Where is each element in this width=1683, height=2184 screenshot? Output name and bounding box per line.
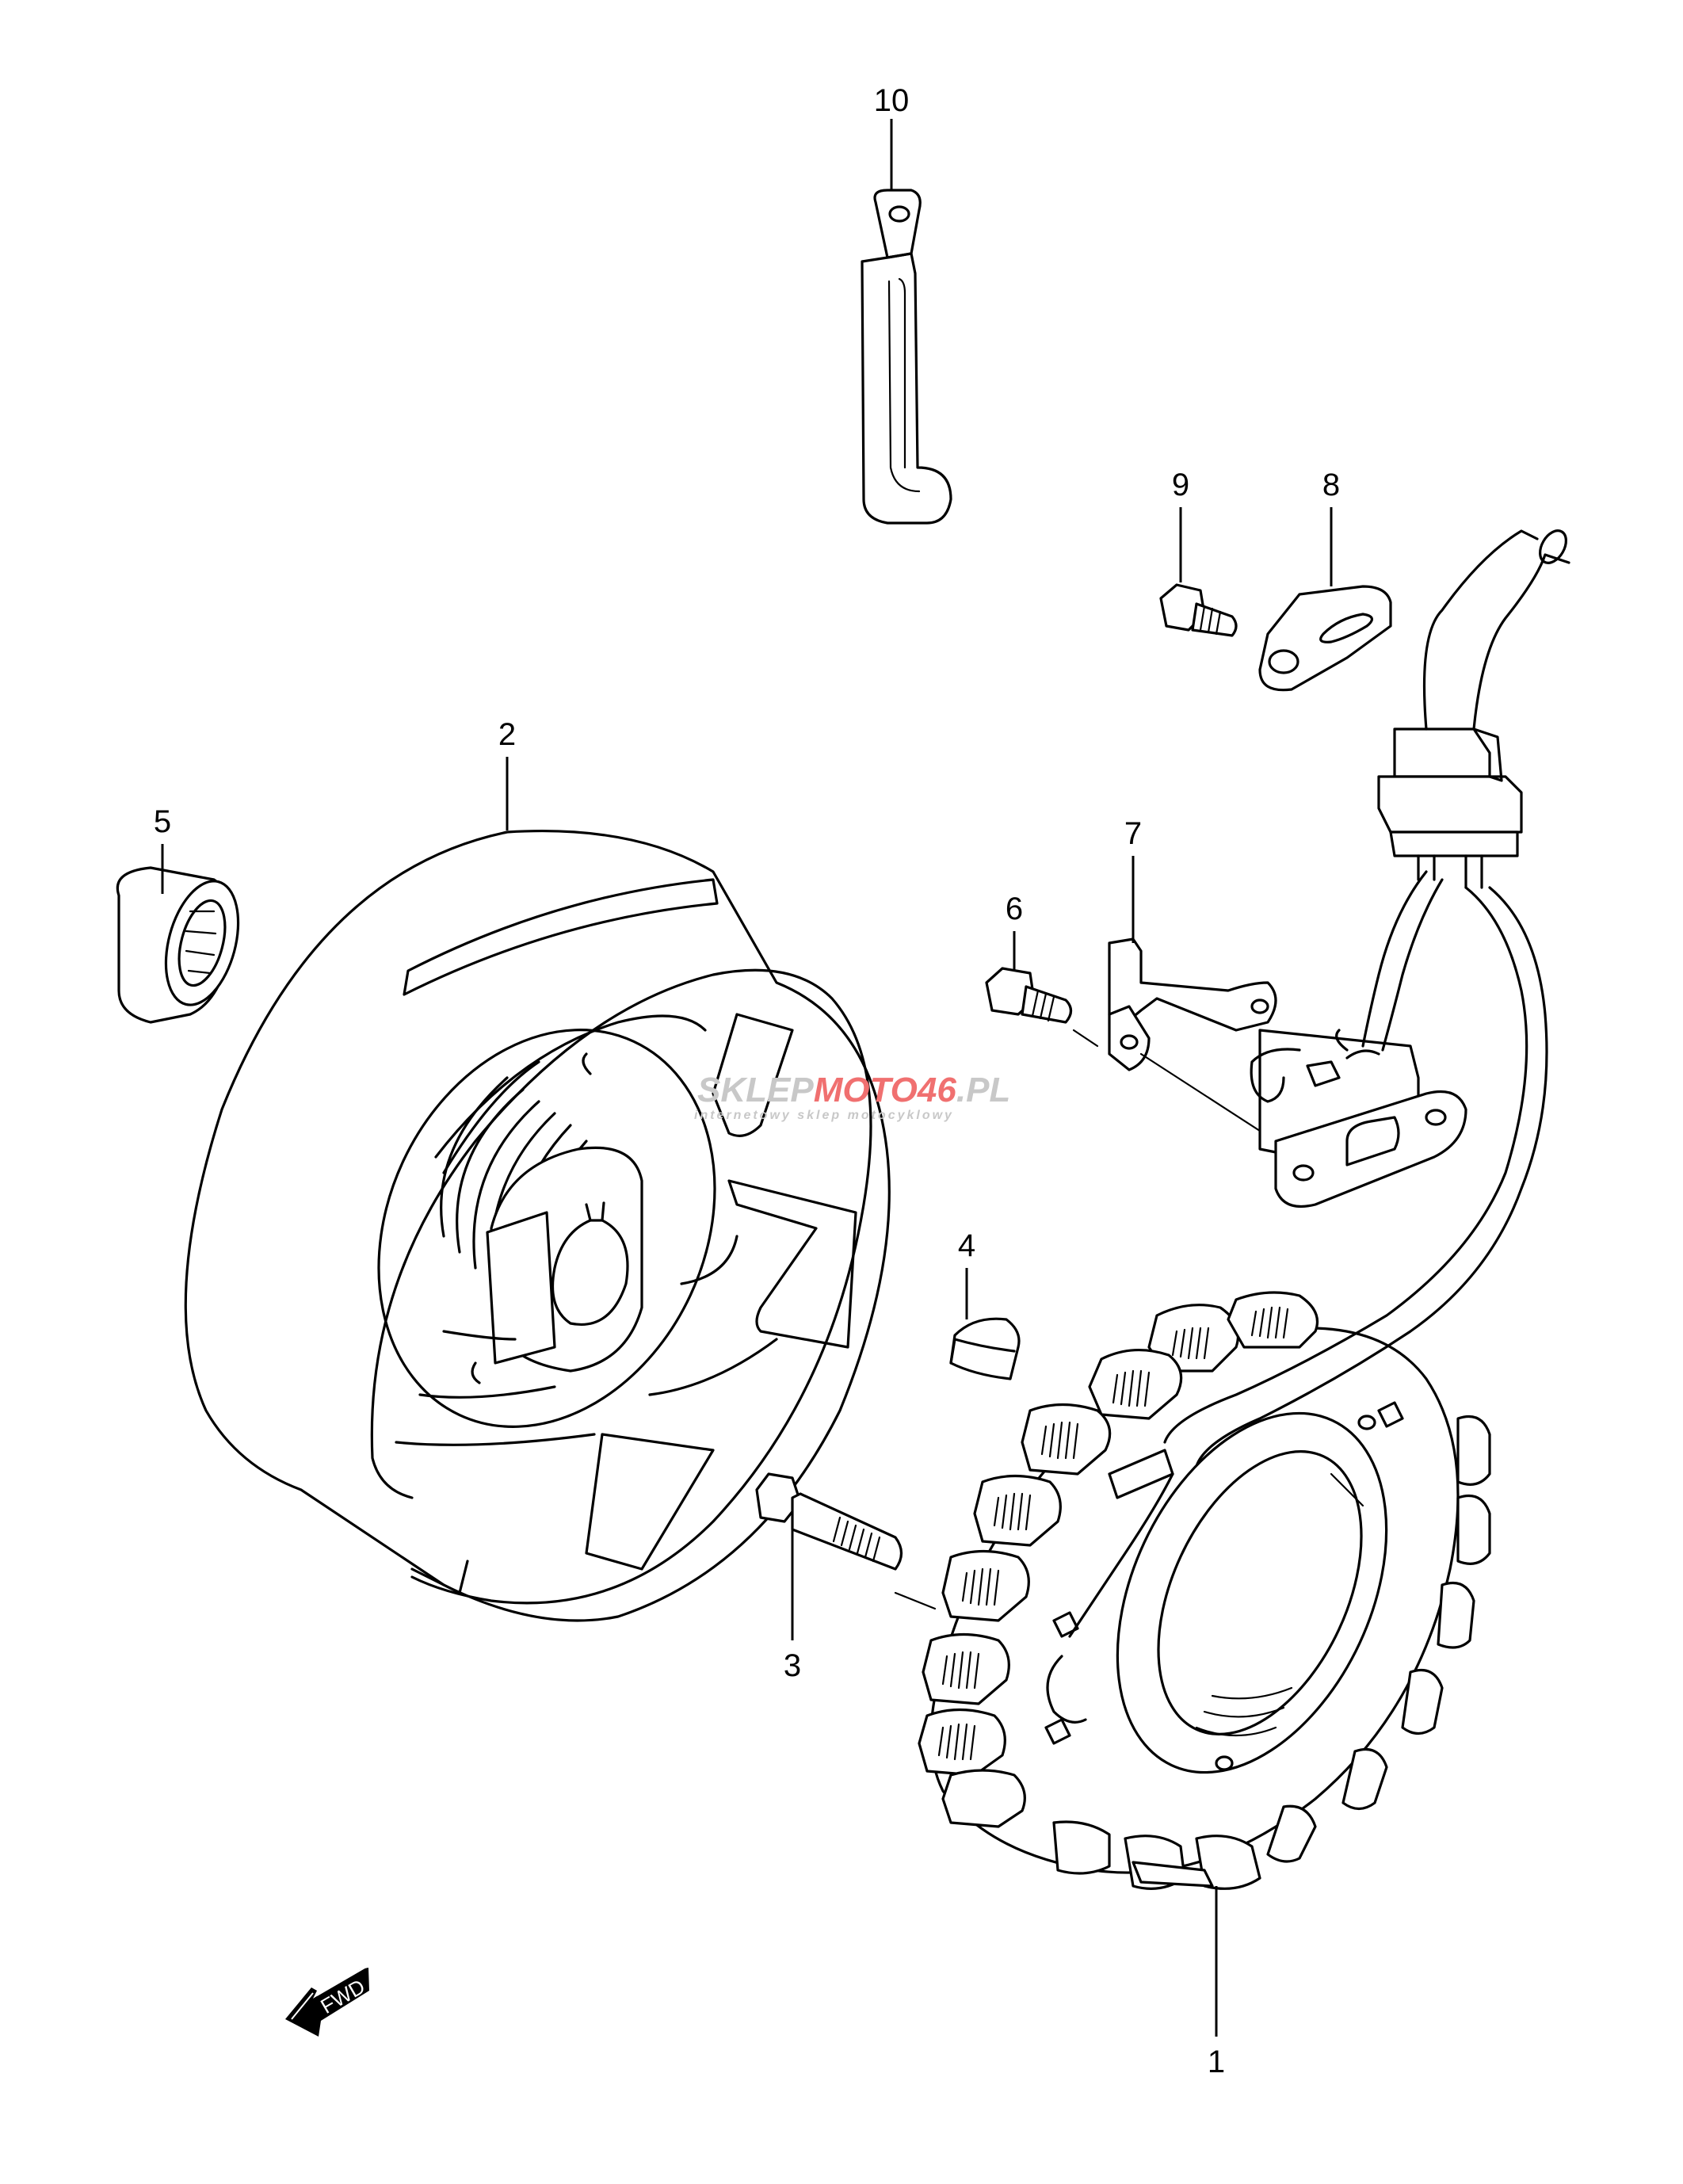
fwd-direction-arrow-icon: FWD: [285, 1966, 369, 2037]
watermark-part3: 46: [917, 1071, 956, 1109]
part-10-wire-clamp: [861, 189, 952, 525]
part-3-rotor-bolt: [755, 1472, 903, 1571]
part-4-woodruff-key: [949, 1317, 1021, 1380]
callout-1: 1: [1208, 2045, 1225, 2079]
callout-6: 6: [1006, 892, 1023, 926]
part-1-stator: [918, 1291, 1491, 1890]
pickup-coil-assembly: [1250, 870, 1467, 1208]
part-7-bracket: [1108, 937, 1277, 1071]
part-6-pickup-bolt: [985, 967, 1073, 1024]
watermark: SKLEPMOTO46.PL internetowy sklep motocyk…: [694, 1071, 1010, 1122]
callout-4: 4: [958, 1228, 975, 1263]
callout-5: 5: [154, 804, 171, 839]
part-5-nut: [116, 866, 240, 1024]
svg-text:SKLEPMOTO46.PL: SKLEPMOTO46.PL: [697, 1071, 1010, 1109]
callout-7: 7: [1124, 816, 1142, 851]
watermark-part1: SKLEP: [697, 1071, 814, 1109]
callout-8: 8: [1322, 468, 1340, 502]
wire-harness-connector: [1163, 529, 1570, 1468]
callout-3: 3: [784, 1648, 801, 1683]
part-8-wire-clamp-plate: [1258, 585, 1392, 692]
part-2-rotor-flywheel: [184, 830, 891, 1622]
watermark-part2: MOTO: [814, 1071, 918, 1109]
callout-2: 2: [498, 717, 516, 752]
callout-9: 9: [1172, 468, 1189, 502]
watermark-part4: .PL: [956, 1071, 1010, 1109]
watermark-tagline: internetowy sklep motocyklowy: [694, 1109, 954, 1122]
part-9-clamp-bolt: [1159, 583, 1238, 637]
callout-10: 10: [874, 83, 910, 118]
